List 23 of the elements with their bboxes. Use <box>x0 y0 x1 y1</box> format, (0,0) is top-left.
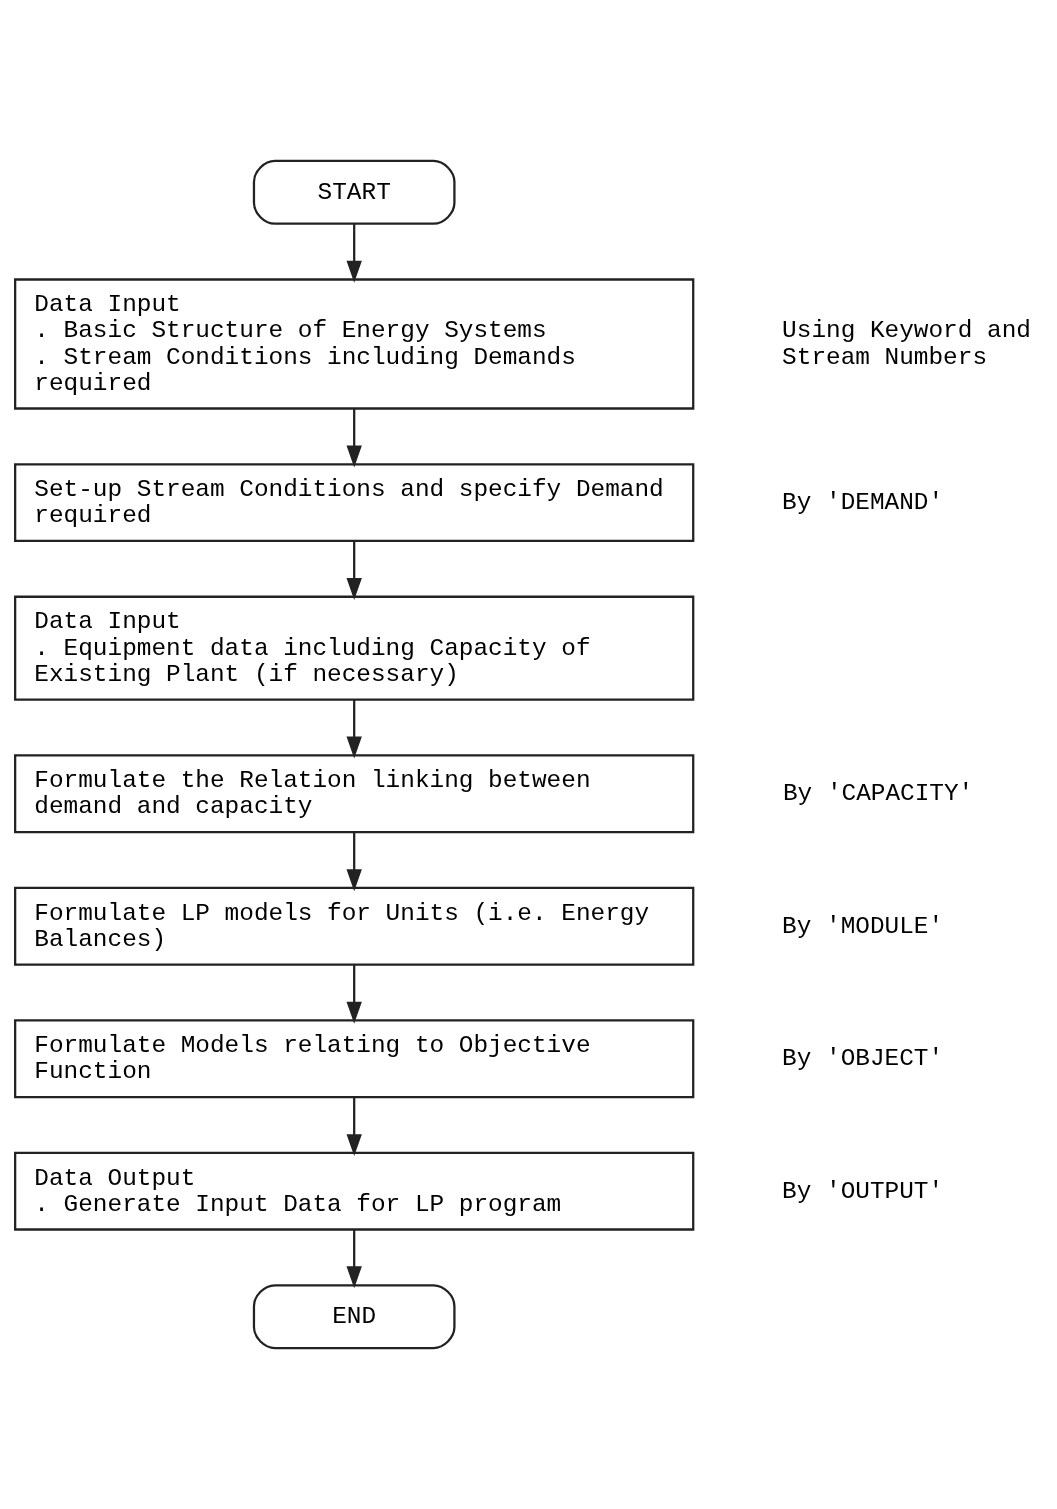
arrow <box>346 832 362 892</box>
node-box: Formulate Models relating to Objective Function <box>14 1019 695 1099</box>
node-label: By 'CAPACITY' <box>782 780 974 808</box>
arrow <box>346 1097 362 1157</box>
node-box: Formulate LP models for Units (i.e. Energy Balances) <box>14 886 695 966</box>
node-label: By 'OUTPUT' <box>782 1177 944 1205</box>
arrow <box>346 964 362 1024</box>
node-label: By 'DEMAND' <box>782 489 944 517</box>
node-box: START <box>252 159 456 225</box>
node-label: By 'OBJECT' <box>782 1045 944 1073</box>
node-label: By 'MODULE' <box>782 912 944 940</box>
node-label: Using Keyword and Stream Numbers <box>782 317 1031 371</box>
arrow <box>346 408 362 468</box>
node-box: END <box>252 1284 456 1350</box>
arrow <box>346 541 362 600</box>
arrow <box>346 699 362 759</box>
node-box: Formulate the Relation linking between demand and capacity <box>14 754 695 834</box>
node-box: Data Output . Generate Input Data for LP program <box>14 1151 695 1231</box>
arrow <box>346 1229 362 1289</box>
arrow <box>346 224 362 283</box>
node-box: Data Input . Basic Structure of Energy Systems . Stream Conditions including Demands required <box>14 278 695 410</box>
node-box: Data Input . Equipment data including Capacity of Existing Plant (if necessary) <box>14 595 695 701</box>
node-box: Set-up Stream Conditions and specify Demand required <box>14 463 695 543</box>
